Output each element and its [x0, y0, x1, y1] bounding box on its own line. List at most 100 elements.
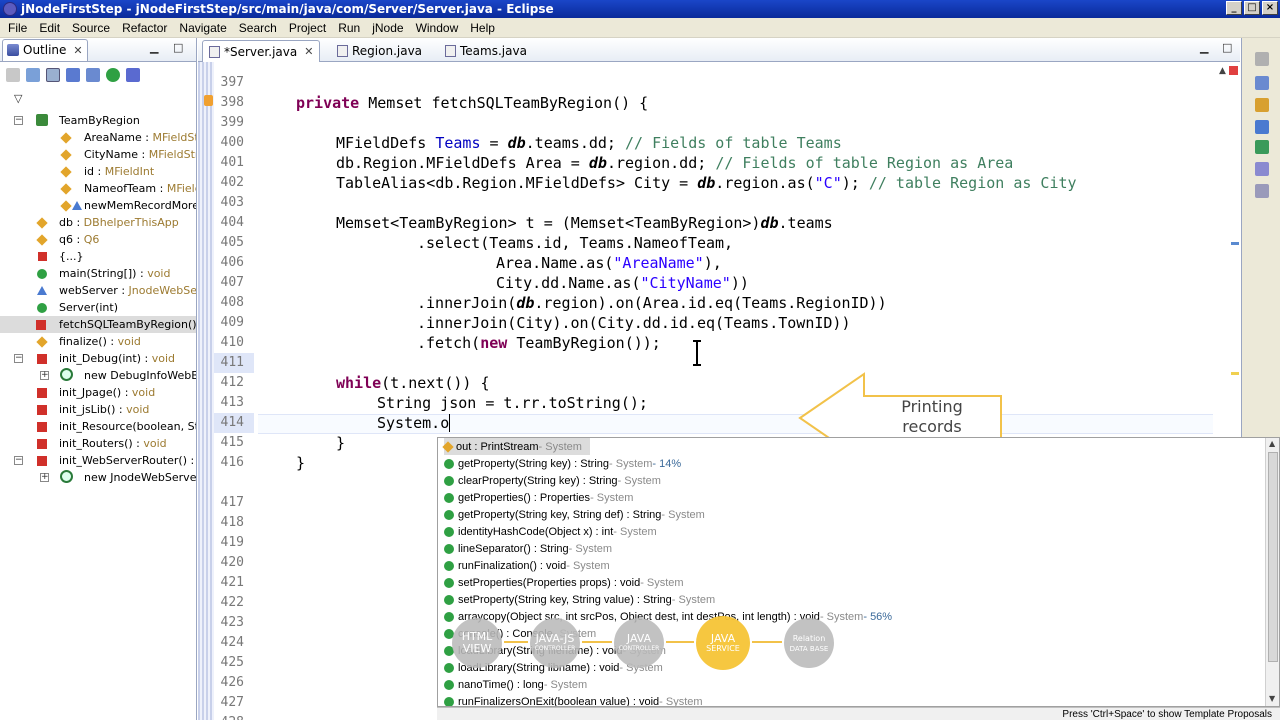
tree-item-init-jslib[interactable]: init_jsLib() : void	[0, 401, 196, 418]
expand-icon[interactable]: +	[40, 370, 49, 380]
collapse-icon[interactable]: −	[14, 455, 23, 465]
menu-run[interactable]: Run	[338, 20, 361, 35]
tree-item-webserver[interactable]: webServer : JnodeWebServ	[0, 282, 196, 299]
view-menu-chevron-down-icon[interactable]: ▽	[14, 92, 23, 105]
tree-item-init-routers[interactable]: init_Routers() : void	[0, 435, 196, 452]
code-line-415[interactable]: }	[336, 434, 345, 452]
tree-item-fetchsqlteambyregion[interactable]: fetchSQLTeamByRegion()	[0, 316, 196, 333]
debug-icon[interactable]	[1255, 140, 1269, 154]
completion-item[interactable]: nanoTime() : long - System	[444, 676, 587, 693]
tree-item-static-block[interactable]: {...}	[0, 248, 196, 265]
menu-source[interactable]: Source	[72, 20, 111, 35]
code-line-402[interactable]: TableAlias<db.Region.MFieldDefs> City = …	[336, 174, 1077, 192]
menu-search[interactable]: Search	[238, 20, 277, 35]
code-line-416[interactable]: }	[296, 454, 305, 472]
completion-item[interactable]: getProperty(String key, String def) : St…	[444, 506, 705, 523]
completion-item[interactable]: setProperty(String key, String value) : …	[444, 591, 715, 608]
overview-marker[interactable]	[1231, 372, 1239, 375]
tree-item-init-resource[interactable]: init_Resource(boolean, Strin	[0, 418, 196, 435]
menu-jnode[interactable]: jNode	[372, 20, 404, 35]
menu-window[interactable]: Window	[415, 20, 459, 35]
tree-item-new-debuginfowebbro[interactable]: + new DebugInfoWebBro	[0, 367, 196, 384]
code-line-400[interactable]: MFieldDefs Teams = db.teams.dd; // Field…	[336, 134, 842, 152]
minimize-button[interactable]: _	[1226, 1, 1242, 15]
error-overview-marker[interactable]	[1229, 66, 1238, 75]
code-line-401[interactable]: db.Region.MFieldDefs Area = db.region.dd…	[336, 154, 1013, 172]
tab-server-java[interactable]: *Server.java ✕	[202, 40, 321, 62]
tree-item-id[interactable]: id : MFieldInt	[0, 163, 196, 180]
task-list-icon[interactable]	[1255, 76, 1269, 90]
menu-edit[interactable]: Edit	[39, 20, 61, 35]
tree-item-q6[interactable]: q6 : Q6	[0, 231, 196, 248]
warning-marker-icon[interactable]	[204, 95, 213, 106]
menu-project[interactable]: Project	[288, 20, 327, 35]
restore-icon[interactable]	[1255, 52, 1269, 66]
tree-item-init-jpage[interactable]: init_Jpage() : void	[0, 384, 196, 401]
scroll-up-icon[interactable]: ▲	[1269, 439, 1276, 448]
outline-tab[interactable]: Outline ✕	[2, 38, 88, 61]
tree-item-init-debug[interactable]: − init_Debug(int) : void	[14, 352, 175, 365]
sort-icon[interactable]	[46, 68, 60, 82]
tree-item-main[interactable]: main(String[]) : void	[0, 265, 196, 282]
completion-item[interactable]: clearProperty(String key) : String - Sys…	[444, 472, 661, 489]
code-line-413[interactable]: String json = t.rr.toString();	[377, 394, 648, 412]
code-line-407[interactable]: City.dd.Name.as("CityName"))	[496, 274, 749, 292]
tree-item-server-constructor[interactable]: Server(int)	[0, 299, 196, 316]
code-line-412[interactable]: while(t.next()) {	[336, 374, 490, 392]
overview-marker[interactable]	[1231, 242, 1239, 245]
completion-item[interactable]: identityHashCode(Object x) : int - Syste…	[444, 523, 657, 540]
menu-navigate[interactable]: Navigate	[179, 20, 227, 35]
collapse-icon[interactable]: −	[14, 115, 23, 125]
tree-item-new-jnodewebserver[interactable]: + new JnodeWebServer(	[0, 469, 196, 486]
code-line-409[interactable]: .innerJoin(City).on(City.dd.id.eq(Teams.…	[417, 314, 850, 332]
tree-item-teambyregion[interactable]: − TeamByRegion	[0, 112, 196, 129]
tree-item-cityname[interactable]: CityName : MFieldStr	[0, 146, 196, 163]
code-line-405[interactable]: .select(Teams.id, Teams.NameofTeam,	[417, 234, 733, 252]
completion-item[interactable]: runFinalizersOnExit(boolean value) : voi…	[444, 693, 703, 706]
scroll-down-icon[interactable]: ▼	[1269, 694, 1276, 703]
close-icon[interactable]: ✕	[73, 43, 83, 57]
close-button[interactable]: ×	[1262, 1, 1278, 15]
scroll-up-icon[interactable]: ▲	[1219, 66, 1226, 76]
code-line-414[interactable]: System.o	[377, 414, 451, 432]
code-line-406[interactable]: Area.Name.as("AreaName"),	[496, 254, 722, 272]
palette-icon[interactable]	[1255, 98, 1269, 112]
console-icon[interactable]	[1255, 120, 1269, 134]
code-completion-popup[interactable]: out : PrintStream - System getProperty(S…	[437, 437, 1280, 707]
menu-refactor[interactable]: Refactor	[122, 20, 168, 35]
hierarchy-icon[interactable]	[1255, 184, 1269, 198]
maximize-view-icon[interactable]: □	[173, 41, 184, 54]
close-icon[interactable]: ✕	[304, 45, 314, 58]
code-line-404[interactable]: Memset<TeamByRegion> t = (Memset<TeamByR…	[336, 214, 833, 232]
collapse-all-icon[interactable]	[26, 68, 40, 82]
completion-item[interactable]: lineSeparator() : String - System	[444, 540, 612, 557]
tree-item-init-webserverrouter[interactable]: − init_WebServerRouter() : vo	[14, 454, 195, 467]
menu-file[interactable]: File	[8, 20, 28, 35]
expand-icon[interactable]: +	[40, 472, 49, 482]
hide-nonpublic-icon[interactable]	[106, 68, 120, 82]
code-line-408[interactable]: .innerJoin(db.region).on(Area.id.eq(Team…	[417, 294, 887, 312]
code-line-398[interactable]: private Memset fetchSQLTeamByRegion() {	[296, 94, 648, 112]
tab-region-java[interactable]: Region.java	[330, 40, 429, 62]
menu-help[interactable]: Help	[470, 20, 495, 35]
hide-static-icon[interactable]	[86, 68, 100, 82]
completion-item[interactable]: out : PrintStream - System	[442, 438, 590, 455]
tree-item-newmemrecordmore[interactable]: newMemRecordMore()	[0, 197, 196, 214]
minimize-editor-icon[interactable]: ▁	[1200, 41, 1209, 54]
expressions-icon[interactable]	[1255, 162, 1269, 176]
collapse-icon[interactable]: −	[14, 353, 23, 363]
maximize-editor-icon[interactable]: □	[1222, 41, 1233, 54]
completion-scrollbar[interactable]: ▲ ▼	[1265, 438, 1279, 706]
tab-teams-java[interactable]: Teams.java	[438, 40, 534, 62]
completion-item[interactable]: getProperty(String key) : String - Syste…	[444, 455, 681, 472]
completion-item[interactable]: runFinalization() : void - System	[444, 557, 610, 574]
tree-item-nameofteam[interactable]: NameofTeam : MFieldS	[0, 180, 196, 197]
tree-item-finalize[interactable]: finalize() : void	[0, 333, 196, 350]
maximize-button[interactable]: □	[1244, 1, 1260, 15]
minimize-view-icon[interactable]: ▁	[150, 41, 159, 54]
hide-fields-icon[interactable]	[66, 68, 80, 82]
sync-icon[interactable]	[6, 68, 20, 82]
completion-scroll-thumb[interactable]	[1268, 452, 1278, 662]
tree-item-db[interactable]: db : DBhelperThisApp	[0, 214, 196, 231]
hide-local-types-icon[interactable]	[126, 68, 140, 82]
